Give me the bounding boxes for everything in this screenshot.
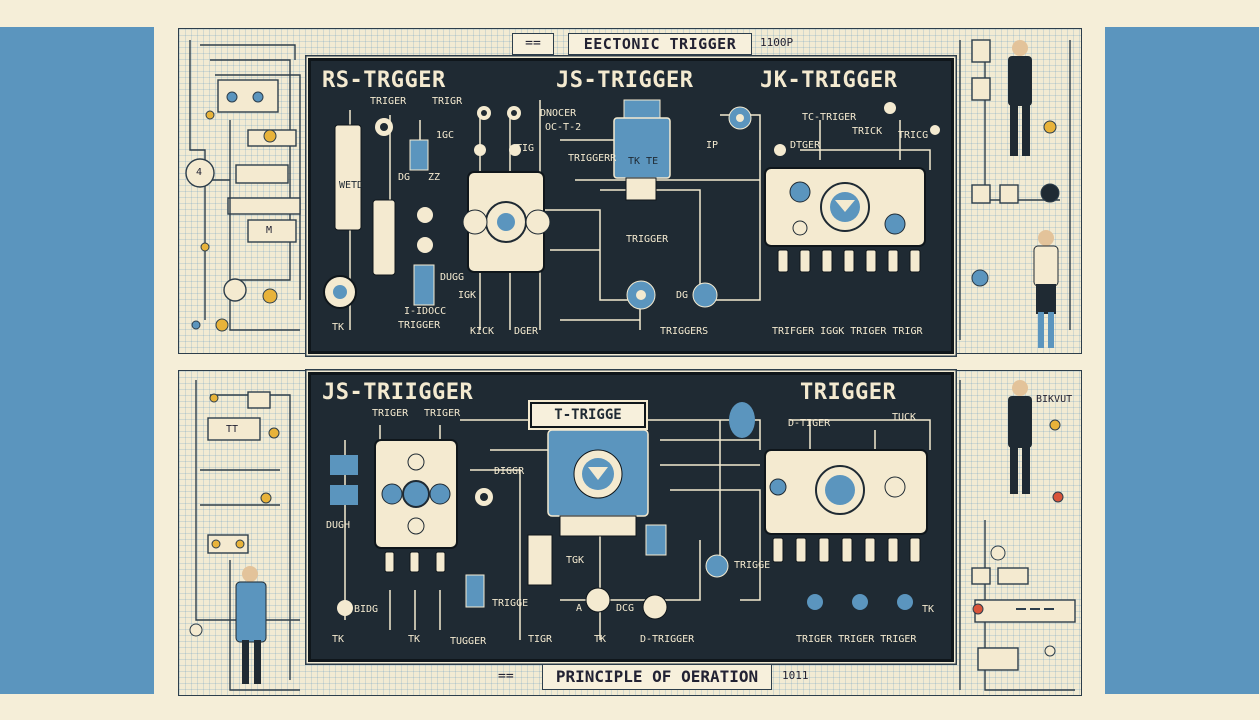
js-igk-label: IGK (458, 290, 477, 301)
js-oc-label: OC-T-2 (545, 122, 582, 133)
rs-igc-label: 1GC (436, 130, 455, 141)
bottom-tuck-label: TUCK (892, 412, 917, 423)
rs-tube-1 (334, 124, 362, 231)
bottom-tigr-label: TIGR (528, 634, 553, 645)
footer-tag: 1011 (782, 669, 809, 682)
heading-rs-trigger: RS-TRGGER (322, 68, 446, 93)
rs-tk-label: TK (332, 322, 345, 333)
footer-equals: == (498, 669, 514, 684)
person-figure-bottom-left (235, 566, 267, 684)
heading-js-trigger: JS-TRIGGER (556, 68, 694, 93)
bottom-dtrigger-label: D-TRIGGER (640, 634, 695, 645)
rs-zz-label: ZZ (428, 172, 441, 183)
header-title: EECTONIC TRIGGER (568, 33, 752, 55)
left-label-m: M (266, 225, 273, 236)
js-tig-label: TIG (516, 143, 535, 154)
rs-sub-label-1: TRIGER (370, 96, 407, 107)
right-blue-band (1105, 27, 1259, 694)
footer-title: PRINCIPLE OF OERATION (542, 664, 772, 690)
bottom-tk-label-3: TK (594, 634, 607, 645)
bottom-diggr-label: DIGGR (494, 466, 525, 477)
bottom-tk-label-2: TK (408, 634, 421, 645)
bottom-dcg-label: DCG (616, 603, 635, 614)
left-label-tt: TT (226, 424, 239, 435)
bottom-sub-label-1: TRIGER (372, 408, 409, 419)
js-kick-label: KICK (470, 326, 495, 337)
jk-trick-label: TRICK (852, 126, 883, 137)
rs-tube-2 (372, 199, 396, 276)
bottom-tk-label-1: TK (332, 634, 345, 645)
heading-jk-trigger: JK-TRIGGER (760, 68, 898, 93)
jk-ip-label: IP (706, 140, 719, 151)
bottom-trigge-label: TRIGGE (492, 598, 529, 609)
bottom-tk-label-4: TK (922, 604, 935, 615)
bottom-trigge-label-2: TRIGGE (734, 560, 771, 571)
bottom-tugger-label: TUGGER (450, 636, 487, 647)
js-dnocer-label: DNOCER (540, 108, 577, 119)
t-trigger-label-box: T-TRIGGE (530, 402, 646, 428)
header-tag: 1100P (760, 36, 794, 49)
rs-wetd-label: WETD (339, 180, 364, 191)
jk-dg-label: DG (676, 290, 689, 301)
js-triggers-label: TRIGGERS (660, 326, 709, 337)
heading-trigger: TRIGGER (800, 380, 897, 405)
rs-trigger-label: TRIGGER (398, 320, 441, 331)
bottom-d-tiger-label: D-TIGER (788, 418, 831, 429)
jk-bottom-labels: TRIFGER IGGK TRIGER TRIGR (772, 326, 923, 337)
bottom-sub-label-2: TRIGER (424, 408, 461, 419)
js-dugg-label: DUGG (440, 272, 465, 283)
jk-tc-trigger-label: TC-TRIGER (802, 112, 857, 123)
bottom-bidg-label: BIDG (354, 604, 379, 615)
left-blue-band (0, 27, 154, 694)
js-triggerr-label: TRIGGERR (568, 153, 617, 164)
right-wiring (959, 39, 1076, 691)
js-trigger-label: TRIGGER (626, 234, 669, 245)
header-equals-box: == (512, 33, 554, 55)
bottom-a-label: A (576, 603, 583, 614)
bottom-trigger-row: TRIGER TRIGER TRIGER (796, 634, 917, 645)
right-label-bikvut: BIKVUT (1036, 394, 1073, 405)
js-tk-te-label: TK TE (628, 156, 659, 167)
rs-idocc-label: I-IDOCC (404, 306, 447, 317)
jk-tricg-label: TRICG (898, 130, 929, 141)
js-transformer (613, 117, 671, 179)
rs-sub-label-2: TRIGR (432, 96, 463, 107)
bottom-dugh-label: DUGH (326, 520, 351, 531)
person-figure-bottom-right (1008, 380, 1032, 494)
jk-dtger-label: DTGER (790, 140, 821, 151)
bottom-tgk-label: TGK (566, 555, 585, 566)
rs-dg-label: DG (398, 172, 411, 183)
person-figure-top-right (1008, 40, 1032, 156)
heading-js-triigger: JS-TRIIGGER (322, 380, 474, 405)
left-label-a: 4 (196, 167, 203, 178)
person-figure-right-woman (1033, 230, 1059, 348)
js-dger-label: DGER (514, 326, 539, 337)
